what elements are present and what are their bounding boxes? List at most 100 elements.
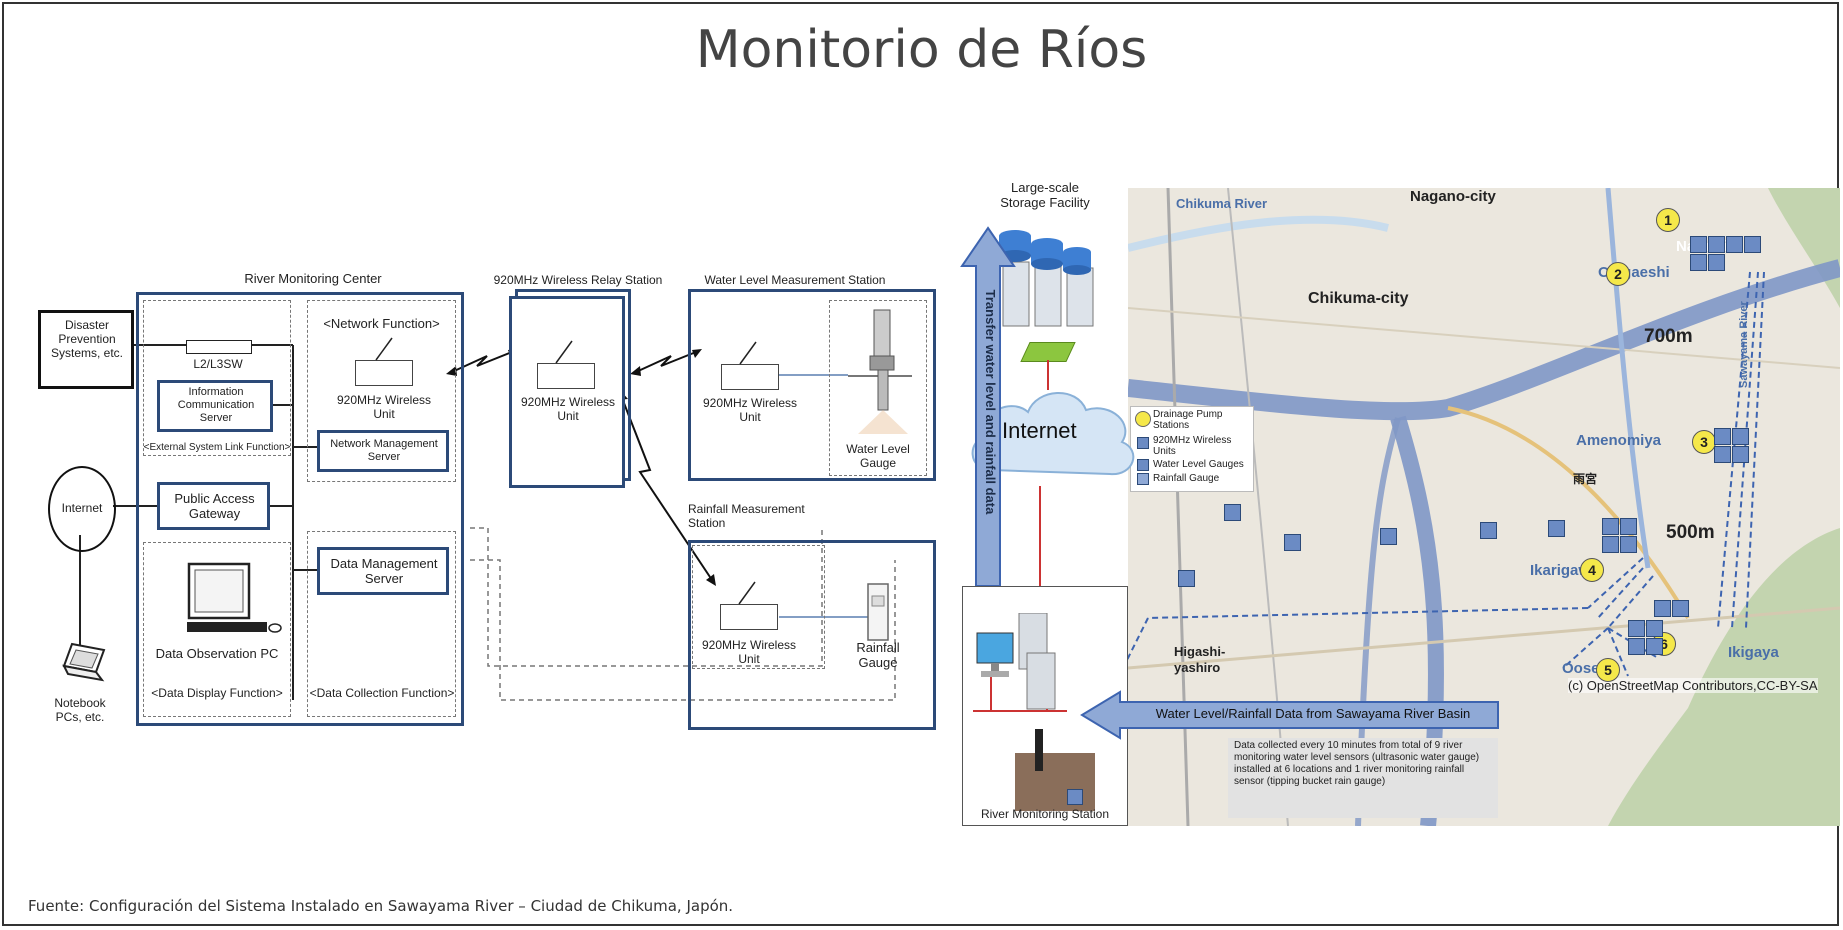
water-level-station-title: Water Level Measurement Station [704,273,886,287]
data-collection-area [307,531,456,717]
relay-wireless-unit [537,363,595,389]
storage-server-icon [999,230,1094,327]
internet-node: Internet [48,466,116,552]
nagano-city-label: Nagano-city [1410,188,1496,205]
data-observation-label: Data Observation PC [155,646,279,661]
gauge-square [1708,254,1725,271]
gauge-square [1628,620,1645,637]
gauge-square [1732,446,1749,463]
router-link [1047,360,1049,390]
antenna-icon [738,581,756,605]
center-wireless-label: 920MHz Wireless Unit [336,393,432,421]
source-caption: Fuente: Configuración del Sistema Instal… [28,897,734,915]
internet-cloud-label: Internet [1002,418,1077,443]
rainfall-gauge-icon [867,583,889,641]
map-legend: Drainage Pump Stations 920MHz Wireless U… [1130,406,1254,492]
gauge-square [1690,254,1707,271]
gauge-square [1690,236,1707,253]
desktop-pc-icon [187,562,282,633]
data-loop-outer [470,526,823,667]
center-wireless-unit [355,360,413,386]
disaster-prevention-box: Disaster Prevention Systems, etc. [38,310,134,389]
basin-arrow-text: Water Level/Rainfall Data from Sawayama … [1155,706,1471,721]
gauge-square [1620,536,1637,553]
diagram-connectors [79,344,896,701]
amenomiya-jp-label: 雨宮 [1573,472,1598,486]
wireless-unit-icon [1137,437,1149,449]
rainfall-station [688,540,936,730]
notebook-icon [62,642,106,682]
data-collection-label: <Data Collection Function> [309,686,455,700]
gauge-square [1548,520,1565,537]
water-level-gauge-label: Water Level Gauge [846,442,910,470]
gauge-square [1672,600,1689,617]
rainfall-gauge-icon [1137,473,1149,485]
page-title: Monitorio de Ríos [695,20,1148,80]
rain-wireless-label: 920MHz Wireless Unit [701,638,797,666]
wireless-link-relay-rain [621,397,713,581]
gauge-square [1646,638,1663,655]
chikuma-river-label: Chikuma River [1176,196,1268,211]
distance-500-label: 500m [1666,522,1715,543]
network-function-area [307,300,456,482]
pump-marker-2: 2 [1606,262,1630,286]
gauge-square [1732,428,1749,445]
information-communication-server: Information Communication Server [157,380,273,432]
pump-marker-4: 4 [1580,558,1604,582]
network-function-label: <Network Function> [323,316,440,331]
gauge-square [1714,428,1731,445]
data-display-area [143,542,291,717]
external-link-area [143,300,291,456]
disaster-prevention-label: Disaster Prevention Systems, etc. [50,318,124,360]
public-access-label: Public Access Gateway [174,491,255,521]
data-loop-inner [470,559,896,701]
amenomiya-label: Amenomiya [1576,432,1662,449]
gauge-square [1744,236,1761,253]
basin-data-arrow [1080,690,1499,740]
osm-credit: (c) OpenStreetMap Contributors,CC-BY-SA [1568,678,1818,693]
gauge-square [1178,570,1195,587]
data-mgmt-label: Data Management Server [330,556,438,586]
l2l3-label: L2/L3SW [193,357,243,371]
station-label: River Monitoring Station [980,807,1110,821]
wireless-links [1128,271,1765,677]
notebook-label: Notebook PCs, etc. [54,696,106,724]
relay-wireless-label: 920MHz Wireless Unit [520,395,616,423]
pump-marker-5: 5 [1596,658,1620,682]
rainfall-wireless-area [692,545,825,669]
rainfall-station-title: Rainfall Measurement Station [688,502,805,530]
gauge-square [1620,518,1637,535]
gauge-square [1480,522,1497,539]
data-display-label: <Data Display Function> [151,686,283,700]
gauge-square [1224,504,1241,521]
gauge-square [1284,534,1301,551]
water-wireless-unit [721,364,779,390]
higashi-yashiro-label: Higashi-yashiro [1174,644,1226,675]
legend-wireless: 920MHz Wireless Units [1153,435,1232,457]
water-wireless-label: 920MHz Wireless Unit [702,396,798,424]
pump-station-icon [1135,411,1151,427]
gauge-square [1602,536,1619,553]
water-level-station [688,289,936,481]
relay-station-title: 920MHz Wireless Relay Station [493,273,663,287]
gauge-square [1708,236,1725,253]
public-access-gateway: Public Access Gateway [157,482,270,530]
water-level-gauge-icon [1137,459,1149,471]
station-pc-icon [973,613,1067,712]
gauge-square [1726,236,1743,253]
relay-station: 920MHz Wireless Unit [509,296,625,488]
gauge-square [1628,638,1645,655]
pump-marker-3: 3 [1692,430,1716,454]
external-link-label: <External System Link Function> [143,442,291,453]
legend-water-level: Water Level Gauges [1153,459,1244,470]
water-level-gauge-icon [848,309,912,434]
network-management-server: Network Management Server [317,430,449,472]
gauge-square [1380,528,1397,545]
antenna-icon [375,337,393,361]
internet-label: Internet [61,501,103,515]
river-center-title: River Monitoring Center [244,271,382,286]
antenna-icon [739,341,757,365]
station-photo [1015,729,1095,811]
rain-wireless-unit [720,604,778,630]
station-gauge-icon [1067,789,1083,805]
